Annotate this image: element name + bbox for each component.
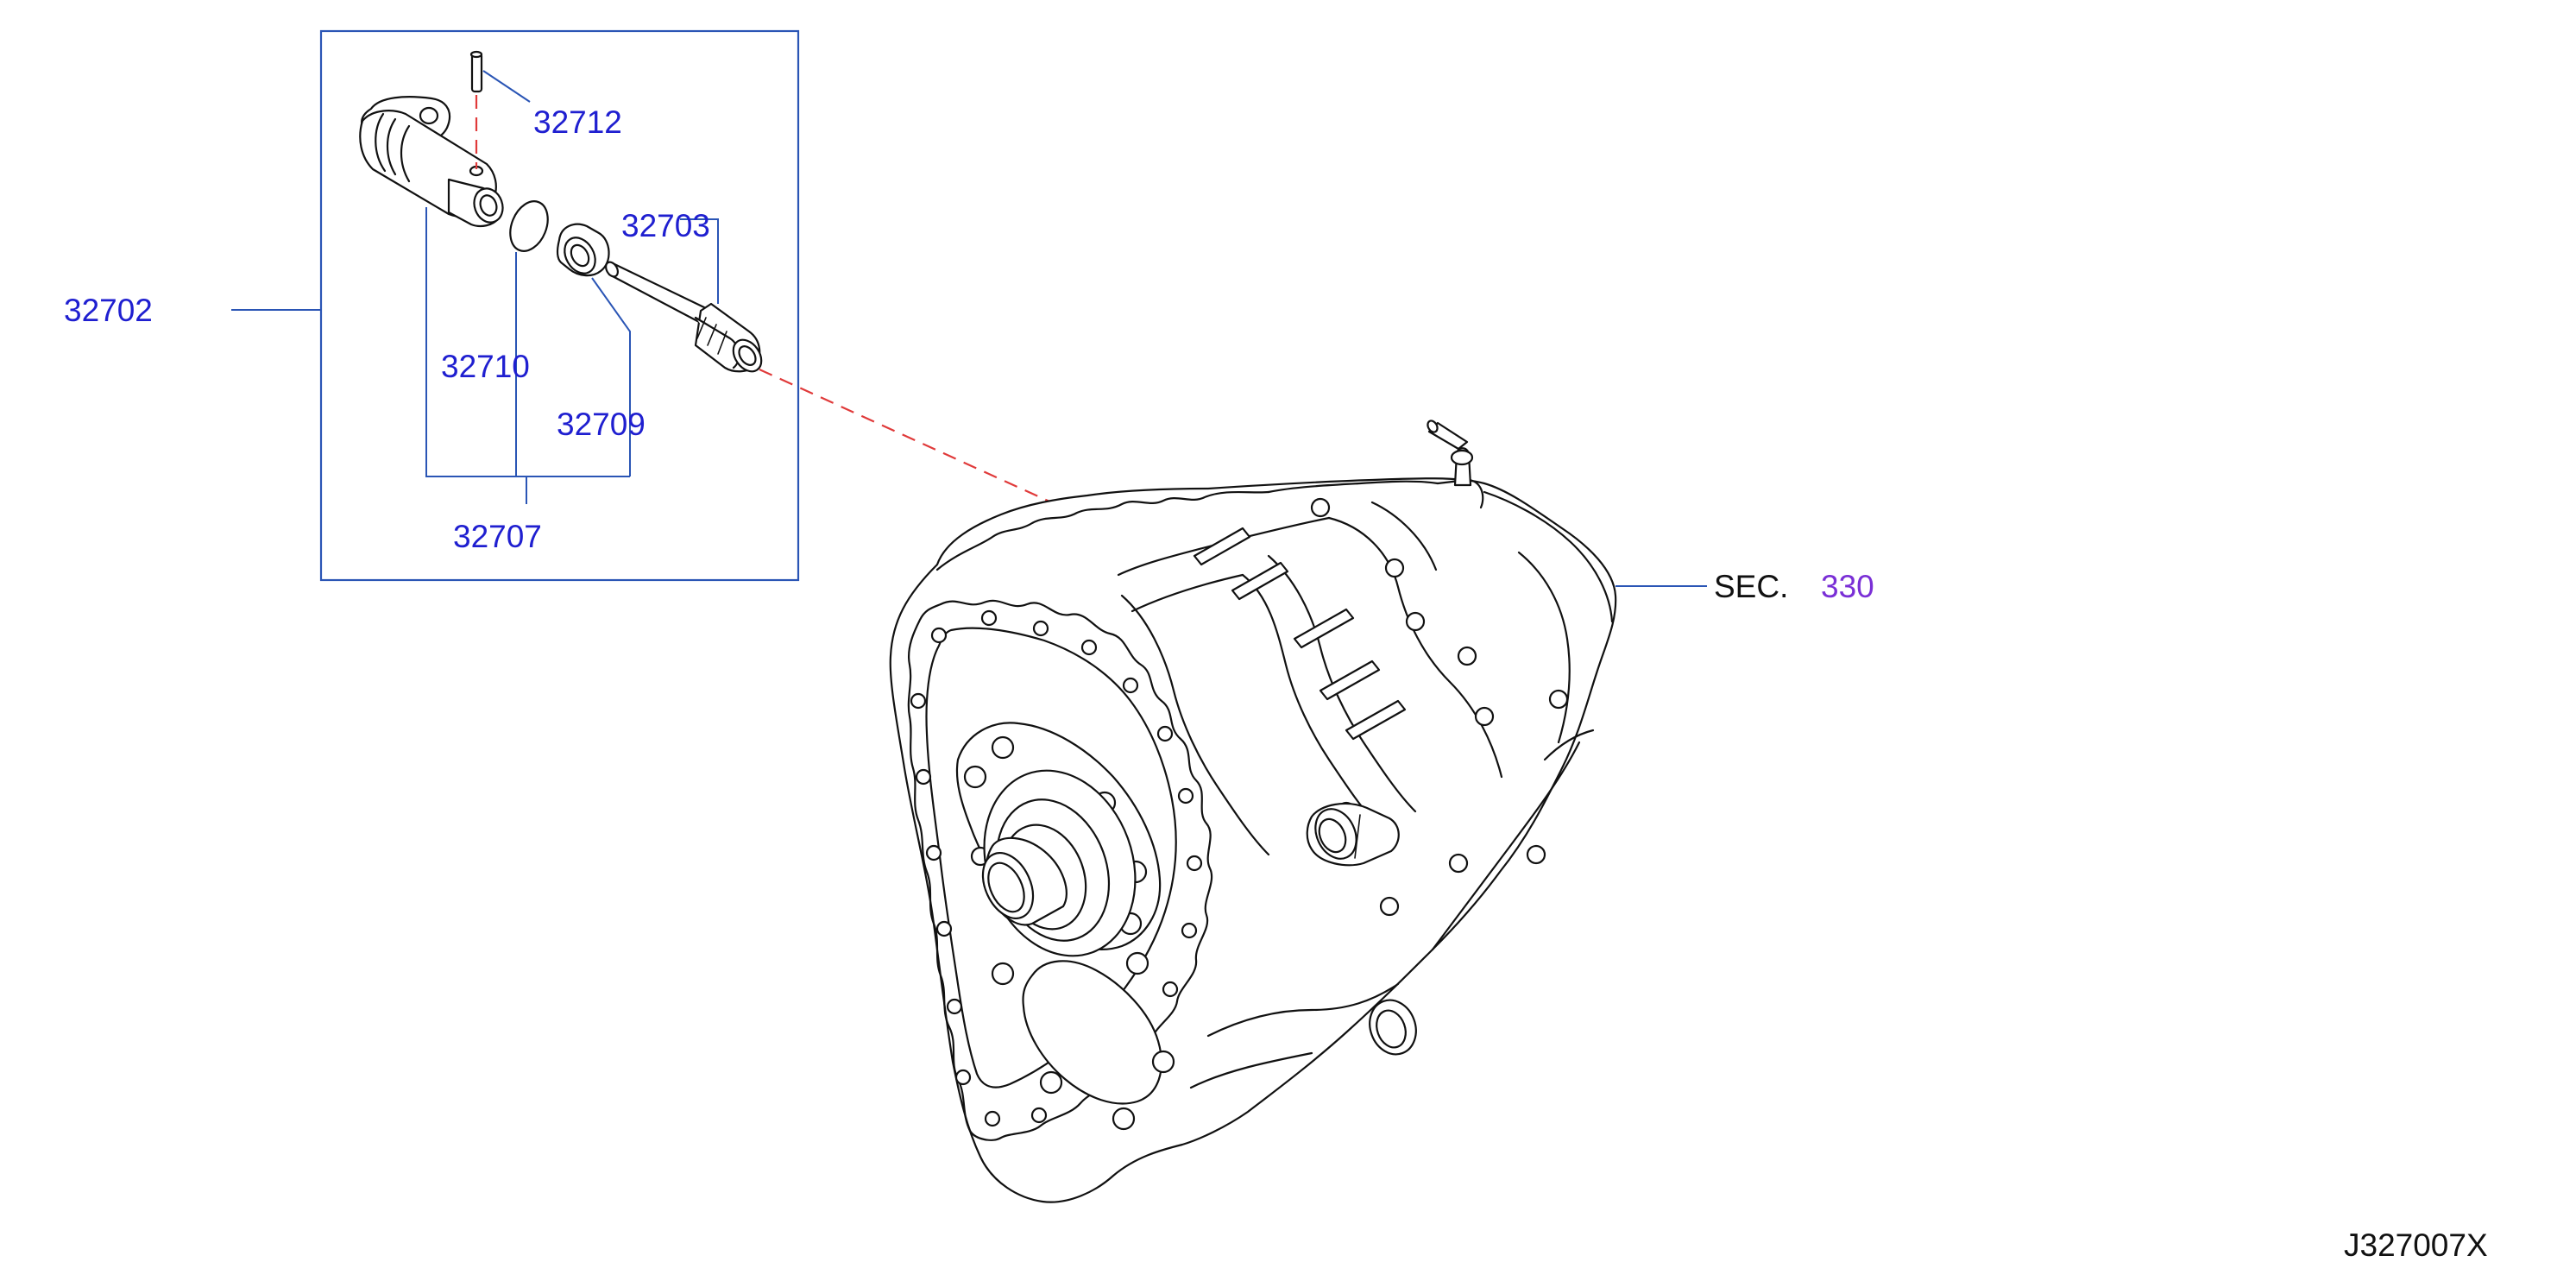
transfer-case-illustration xyxy=(889,420,1617,1203)
part-number-32703[interactable]: 32703 xyxy=(621,208,710,243)
section-number-330[interactable]: 330 xyxy=(1821,569,1874,604)
bushing-illustration xyxy=(556,223,610,277)
leader-32712 xyxy=(482,70,531,103)
sleeve-housing-illustration xyxy=(359,96,504,227)
bracket-32707 xyxy=(425,207,630,477)
leader-32703 xyxy=(680,218,719,304)
install-path-line xyxy=(759,368,1068,511)
shaft-illustration xyxy=(605,261,763,373)
flange-bolt-holes xyxy=(910,609,1203,1127)
part-number-32702[interactable]: 32702 xyxy=(64,293,153,328)
case-bolts xyxy=(1310,497,1569,917)
pin-illustration xyxy=(469,50,483,93)
drawing-code: J327007X xyxy=(2344,1227,2488,1263)
part-number-32709[interactable]: 32709 xyxy=(557,407,646,442)
part-number-32710[interactable]: 32710 xyxy=(441,349,530,384)
part-number-32707[interactable]: 32707 xyxy=(453,519,542,554)
case-struts xyxy=(1193,527,1407,741)
o-ring-illustration xyxy=(509,200,549,252)
section-label: SEC. xyxy=(1714,569,1788,604)
leader-32709 xyxy=(591,277,631,476)
part-number-32712[interactable]: 32712 xyxy=(533,104,622,140)
inset-frame xyxy=(319,29,800,582)
